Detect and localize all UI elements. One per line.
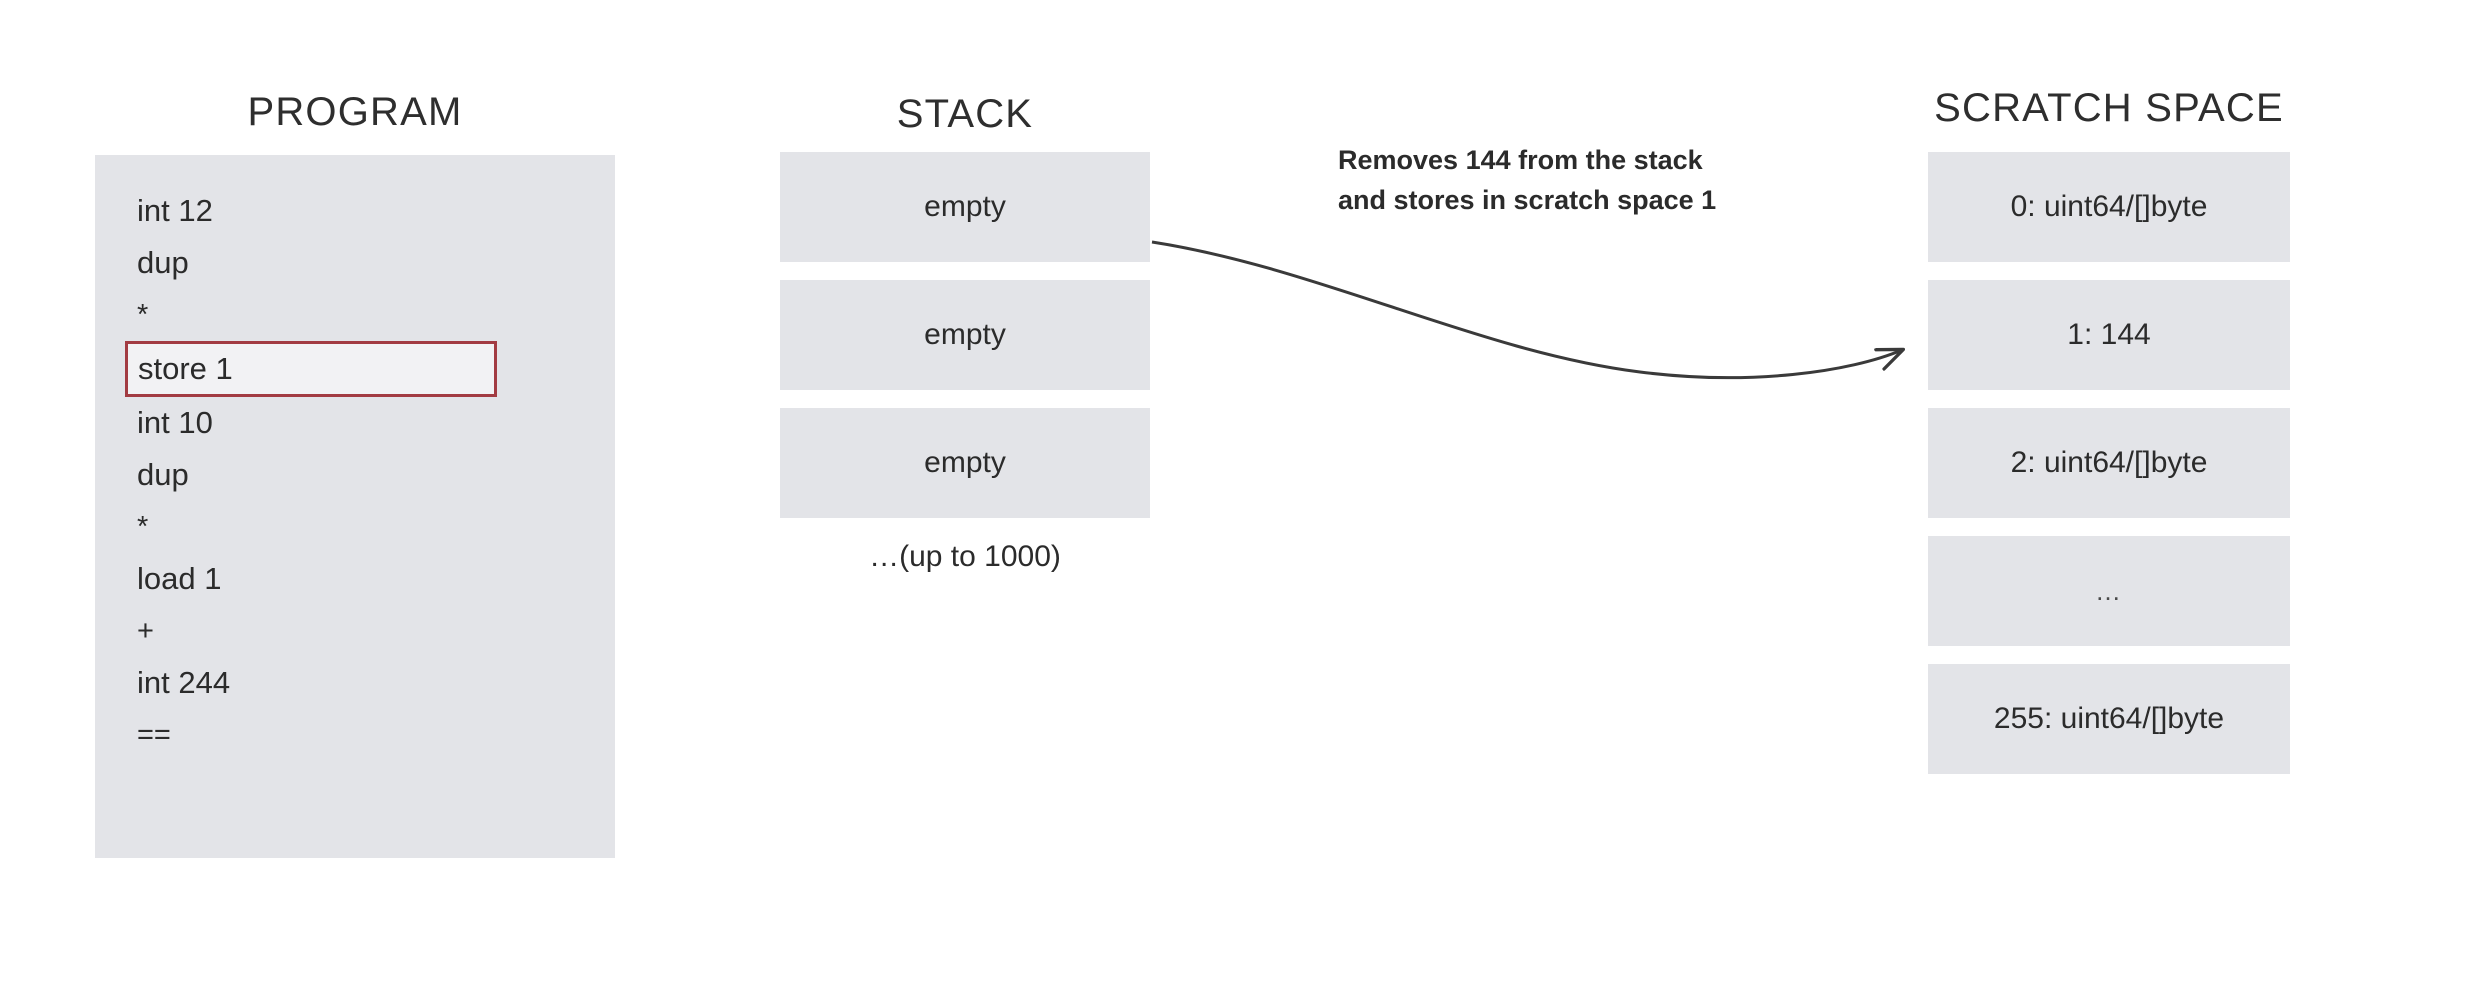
stack-overflow-note: …(up to 1000)	[869, 540, 1061, 573]
program-line-multiply-1: *	[137, 299, 149, 331]
scratch-space-slot-255: 255: uint64/[]byte	[1928, 664, 2290, 774]
scratch-space-column-heading: SCRATCH SPACE	[1934, 86, 2284, 130]
annotation-line-2: and stores in scratch space 1	[1338, 185, 1717, 215]
stack-column-heading: STACK	[896, 92, 1034, 136]
program-line-dup-1: dup	[137, 245, 189, 280]
program-line-equals: ==	[137, 719, 171, 751]
program-line-plus: +	[137, 615, 154, 647]
program-panel: int 12 dup * store 1 int 10 dup * load 1…	[95, 155, 615, 858]
program-line-int-12: int 12	[137, 193, 213, 228]
stack-slot: empty	[780, 280, 1150, 390]
program-line-int-10: int 10	[137, 405, 213, 440]
stack-slot: empty	[780, 408, 1150, 518]
program-line-int-244: int 244	[137, 665, 231, 700]
program-instruction-list: int 12 dup * store 1 int 10 dup * load 1…	[125, 185, 587, 761]
program-line-multiply-2: *	[137, 511, 149, 543]
scratch-space-slot-2: 2: uint64/[]byte	[1928, 408, 2290, 518]
stack-slot: empty	[780, 152, 1150, 262]
program-line-load-1: load 1	[137, 561, 222, 596]
scratch-space-slot-1: 1: 144	[1928, 280, 2290, 390]
program-line-store-1-highlighted: store 1	[125, 341, 497, 397]
program-column-heading: PROGRAM	[247, 90, 463, 134]
annotation-line-1: Removes 144 from the stack	[1338, 145, 1703, 175]
program-line-dup-2: dup	[137, 457, 189, 492]
annotation-text: Removes 144 from the stack and stores in…	[1338, 140, 1838, 220]
scratch-space-slot-ellipsis: …	[1928, 536, 2290, 646]
scratch-space-slot-0: 0: uint64/[]byte	[1928, 152, 2290, 262]
